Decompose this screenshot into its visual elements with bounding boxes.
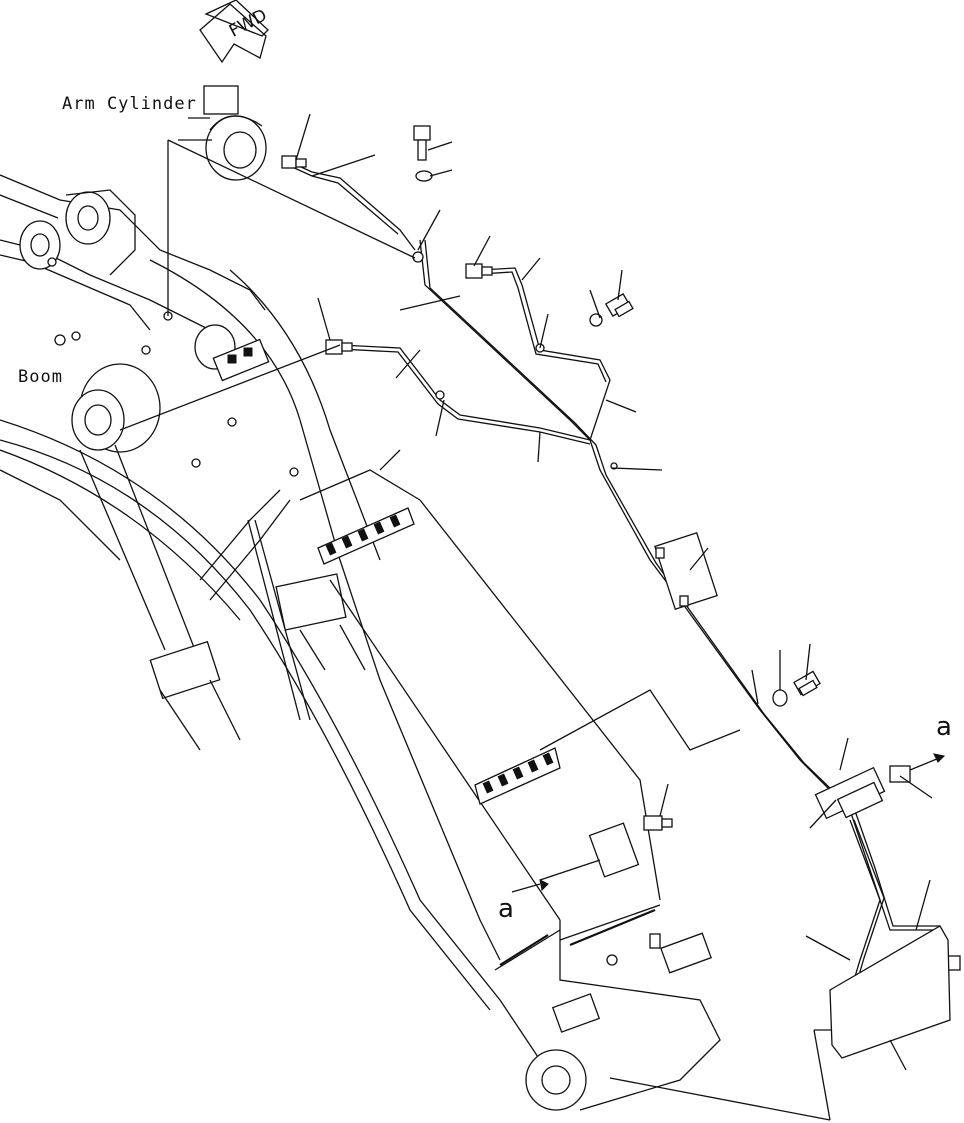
arm-cylinder-bracket	[178, 85, 267, 181]
arm-cylinder-label: Arm Cylinder	[62, 94, 197, 114]
bolts-and-washers	[413, 125, 821, 707]
section-a-label-left: a	[498, 894, 514, 924]
section-a-label-right: a	[936, 712, 952, 742]
boom-label: Boom	[18, 367, 63, 387]
forward-arrow-icon	[199, 0, 269, 64]
hose-fittings	[281, 155, 961, 1041]
leader-lines	[119, 113, 946, 1121]
boom-cylinder	[71, 363, 366, 751]
arm-lower-plate	[299, 469, 721, 1111]
hydraulic-tubes	[289, 161, 940, 1041]
arm-top-bracket	[163, 311, 270, 382]
arm-structure	[0, 174, 541, 1061]
tube-clamps	[588, 531, 951, 1059]
